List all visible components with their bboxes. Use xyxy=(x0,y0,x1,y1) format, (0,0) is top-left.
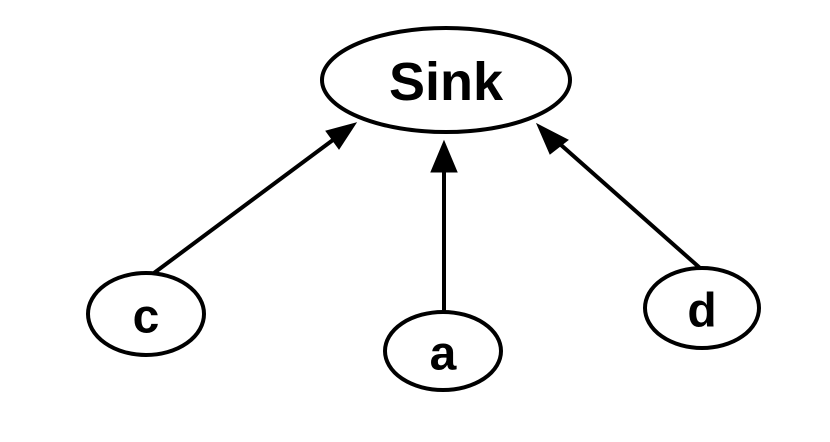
node-a-ellipse xyxy=(383,310,503,392)
node-d-label: d xyxy=(687,285,716,338)
node-sink-label: Sink xyxy=(389,52,504,112)
node-a-label: a xyxy=(430,328,457,381)
arrowhead-icon-c-to-sink xyxy=(325,122,358,150)
node-d-ellipse xyxy=(643,266,761,350)
edge-d-to-sink[interactable] xyxy=(535,122,702,270)
edge-c-to-sink[interactable] xyxy=(152,122,358,275)
edge-a-to-sink[interactable] xyxy=(430,139,458,312)
node-c-label: c xyxy=(133,291,160,344)
node-d[interactable]: d xyxy=(643,266,761,350)
edge-line-c-to-sink xyxy=(152,132,343,275)
arrowhead-icon-d-to-sink xyxy=(535,122,569,155)
arrowhead-icon-a-to-sink xyxy=(430,139,458,173)
node-sink[interactable]: Sink xyxy=(320,26,572,134)
node-a[interactable]: a xyxy=(383,310,503,392)
node-sink-ellipse xyxy=(320,26,572,134)
node-c-ellipse xyxy=(86,271,206,357)
node-c[interactable]: c xyxy=(86,271,206,357)
edge-line-d-to-sink xyxy=(550,135,702,270)
